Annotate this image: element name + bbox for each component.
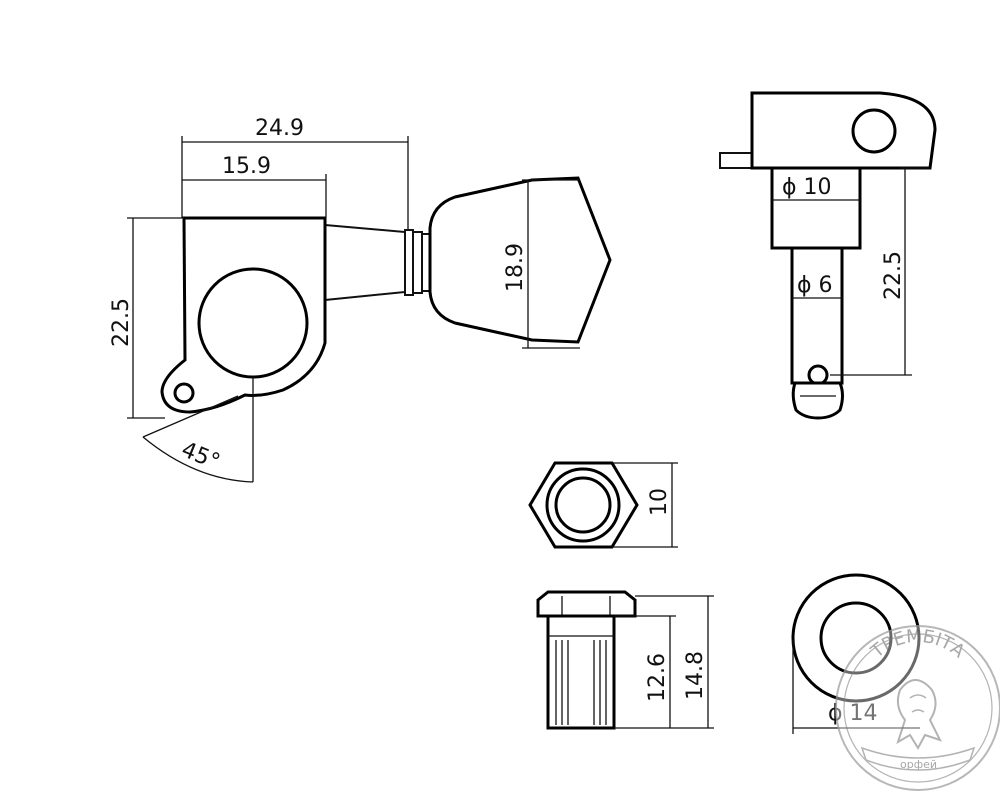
dim-22-5-side: 22.5 — [881, 251, 906, 300]
side-view — [719, 91, 937, 420]
dim-22-5-front: 22.5 — [109, 298, 134, 347]
dim-phi-6: ϕ 6 — [797, 273, 833, 298]
front-view-dimensions: 24.9 15.9 22.5 18.9 45° — [109, 116, 580, 483]
side-view-dimensions: ϕ 10 ϕ 6 22.5 — [772, 167, 930, 376]
dim-24-9: 24.9 — [255, 116, 304, 141]
bushing-dimensions: 12.6 14.8 — [614, 595, 714, 729]
dim-phi-10: ϕ 10 — [782, 175, 832, 200]
dim-12-6: 12.6 — [645, 653, 670, 702]
dim-45-deg: 45° — [178, 437, 224, 475]
bushing-view — [536, 590, 637, 730]
dim-18-9: 18.9 — [503, 243, 528, 292]
hex-nut-dimensions: 10 — [612, 462, 678, 548]
watermark-bottom-text: орфей — [900, 758, 937, 771]
hex-nut-view — [528, 461, 639, 549]
front-view — [160, 176, 612, 414]
dim-14-8: 14.8 — [683, 651, 708, 700]
dim-15-9: 15.9 — [222, 154, 271, 179]
dim-10-nut: 10 — [647, 488, 672, 516]
watermark-stamp: ТРЕМБІТА орфей — [835, 625, 1000, 791]
washer-view — [791, 573, 921, 703]
